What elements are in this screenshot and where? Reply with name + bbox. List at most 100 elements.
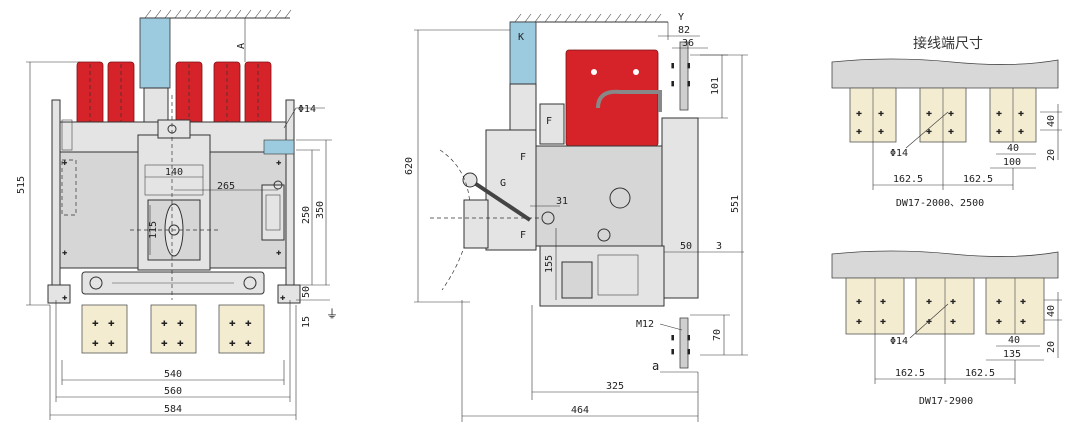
dim-162b: 162.5 [965,368,995,379]
svg-text:✚: ✚ [948,126,954,137]
dim-40h: 40 [1008,335,1020,346]
svg-text:▮: ▮ [670,79,675,89]
svg-text:▮: ▮ [686,79,691,89]
arc-chamber [565,49,659,147]
dim-162a: 162.5 [893,174,923,185]
svg-text:✚: ✚ [926,126,932,137]
dim-50: 50 [680,241,692,252]
svg-text:✚: ✚ [280,293,286,303]
ceiling-hatch [140,9,292,19]
dim-265: 265 [217,181,235,192]
svg-text:✚: ✚ [856,126,862,137]
dim-40v: 40 [1046,305,1057,317]
terminal-details: 接线端尺寸 ✚ ✚ ✚ ✚ ✚ ✚ ✚ ✚ ✚ ✚ ✚ ✚ Φ14 40 20 40 [831,35,1062,407]
svg-text:✚: ✚ [92,336,99,349]
svg-text:✚: ✚ [996,296,1002,307]
svg-text:▮: ▮ [670,333,675,343]
svg-text:✚: ✚ [62,293,68,303]
dim-50: 50 [301,286,312,298]
operating-handle [139,17,171,89]
dim-70: 70 [712,329,723,341]
terminal-block [150,304,197,354]
dim-36: 36 [682,38,694,49]
svg-text:✚: ✚ [996,108,1002,119]
dim-3: 3 [716,241,722,252]
front-view: ✚✚✚✚ ✚✚✚✚ ✚✚✚✚ ✚✚✚✚ ✚✚ A Φ14 515 140 265 [16,9,338,420]
dim-584: 584 [164,404,182,415]
svg-text:✚: ✚ [62,248,68,258]
dim-135: 135 [1003,349,1021,360]
terminal-detail-bottom: ✚✚✚✚ ✚✚✚✚ ✚✚✚✚ Φ14 40 20 40 135 162.5 16… [831,250,1062,407]
label-f2: F [520,152,526,163]
dim-350: 350 [315,201,326,219]
svg-text:▮: ▮ [670,347,675,357]
dim-82: 82 [678,25,690,36]
svg-text:✚: ✚ [108,336,115,349]
dim-140: 140 [165,167,183,178]
svg-text:✚: ✚ [1018,126,1024,137]
dim-15: 15 [301,316,312,328]
svg-text:✚: ✚ [161,316,168,329]
svg-text:✚: ✚ [926,296,932,307]
caption-bottom: DW17-2900 [919,396,973,407]
svg-text:✚: ✚ [948,108,954,119]
svg-text:✚: ✚ [880,316,886,327]
svg-text:✚: ✚ [245,336,252,349]
svg-text:✚: ✚ [950,296,956,307]
side-view: K F F G F ▮▮▮▮ ▮▮▮▮ [404,12,748,422]
dim-100: 100 [1003,157,1021,168]
svg-text:✚: ✚ [856,296,862,307]
terminal-title: 接线端尺寸 [913,35,983,52]
label-f3: F [520,230,526,241]
dim-20: 20 [1046,149,1057,161]
dim-20: 20 [1046,341,1057,353]
svg-text:✚: ✚ [926,108,932,119]
dim-101: 101 [710,77,721,95]
svg-text:✚: ✚ [92,316,99,329]
svg-text:✚: ✚ [245,316,252,329]
svg-text:✚: ✚ [856,316,862,327]
svg-text:✚: ✚ [878,108,884,119]
terminal-block [81,304,128,354]
dim-115: 115 [148,221,159,239]
svg-text:✚: ✚ [996,126,1002,137]
label-g: G [500,178,506,189]
svg-text:✚: ✚ [856,108,862,119]
dim-a: A [236,43,247,49]
label-a: a [652,359,659,373]
svg-text:✚: ✚ [996,316,1002,327]
terminal-block [218,304,265,354]
hole-label: Φ14 [890,148,908,159]
svg-text:✚: ✚ [108,316,115,329]
svg-text:✚: ✚ [177,336,184,349]
dim-162a: 162.5 [895,368,925,379]
label-m12: M12 [636,319,654,330]
svg-text:✚: ✚ [1020,316,1026,327]
ground-icon: ⏚ [326,307,338,321]
dim-325: 325 [606,381,624,392]
svg-text:▮: ▮ [670,61,675,71]
svg-text:✚: ✚ [1018,108,1024,119]
svg-text:✚: ✚ [276,248,282,258]
svg-text:✚: ✚ [177,316,184,329]
dim-464: 464 [571,405,589,416]
dim-540: 540 [164,369,182,380]
svg-text:▮: ▮ [686,347,691,357]
dim-40h: 40 [1007,143,1019,154]
dim-250: 250 [301,206,312,224]
svg-text:▮: ▮ [686,333,691,343]
caption-top: DW17-2000、2500 [896,198,984,209]
svg-text:✚: ✚ [950,316,956,327]
svg-text:✚: ✚ [276,158,282,168]
dim-551: 551 [730,195,741,213]
svg-text:✚: ✚ [1020,296,1026,307]
dim-620: 620 [404,157,415,175]
hole-label: Φ14 [298,104,316,115]
label-y: Y [678,12,684,23]
label-f1: F [546,116,552,127]
terminal-detail-top: ✚✚✚✚ ✚✚✚✚ ✚✚✚✚ Φ14 40 20 40 100 162.5 16… [831,58,1062,209]
hole-label: Φ14 [890,336,908,347]
dim-560: 560 [164,386,182,397]
svg-text:✚: ✚ [926,316,932,327]
svg-text:✚: ✚ [878,126,884,137]
